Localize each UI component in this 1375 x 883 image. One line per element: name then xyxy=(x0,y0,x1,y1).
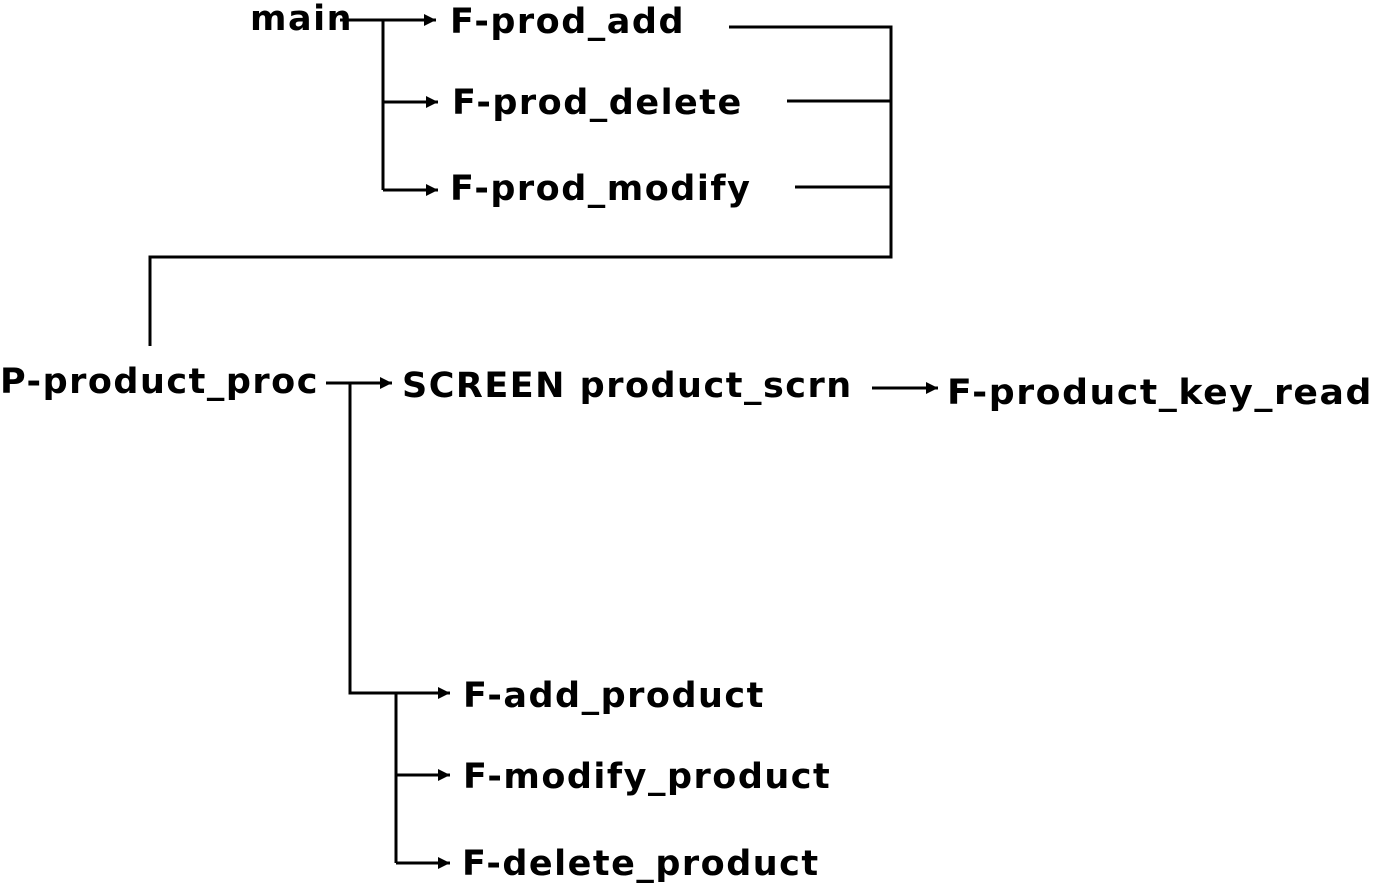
node-main: main xyxy=(250,0,353,39)
edge-proc-trunk xyxy=(348,383,398,863)
node-f-prod-add: F-prod_add xyxy=(450,2,685,42)
node-f-add-product: F-add_product xyxy=(463,676,765,716)
edge-prod-add-merge xyxy=(148,25,893,346)
node-f-delete-product: F-delete_product xyxy=(462,844,820,883)
edge-main-trunk xyxy=(340,18,385,190)
node-f-prod-modify: F-prod_modify xyxy=(450,169,751,209)
node-f-prod-delete: F-prod_delete xyxy=(452,83,743,123)
node-screen-product-scrn: SCREEN product_scrn xyxy=(402,366,853,406)
node-f-modify-product: F-modify_product xyxy=(463,757,831,797)
node-f-product-key-read: F-product_key_read xyxy=(947,373,1373,413)
node-p-product-proc: P-product_proc xyxy=(0,362,319,402)
